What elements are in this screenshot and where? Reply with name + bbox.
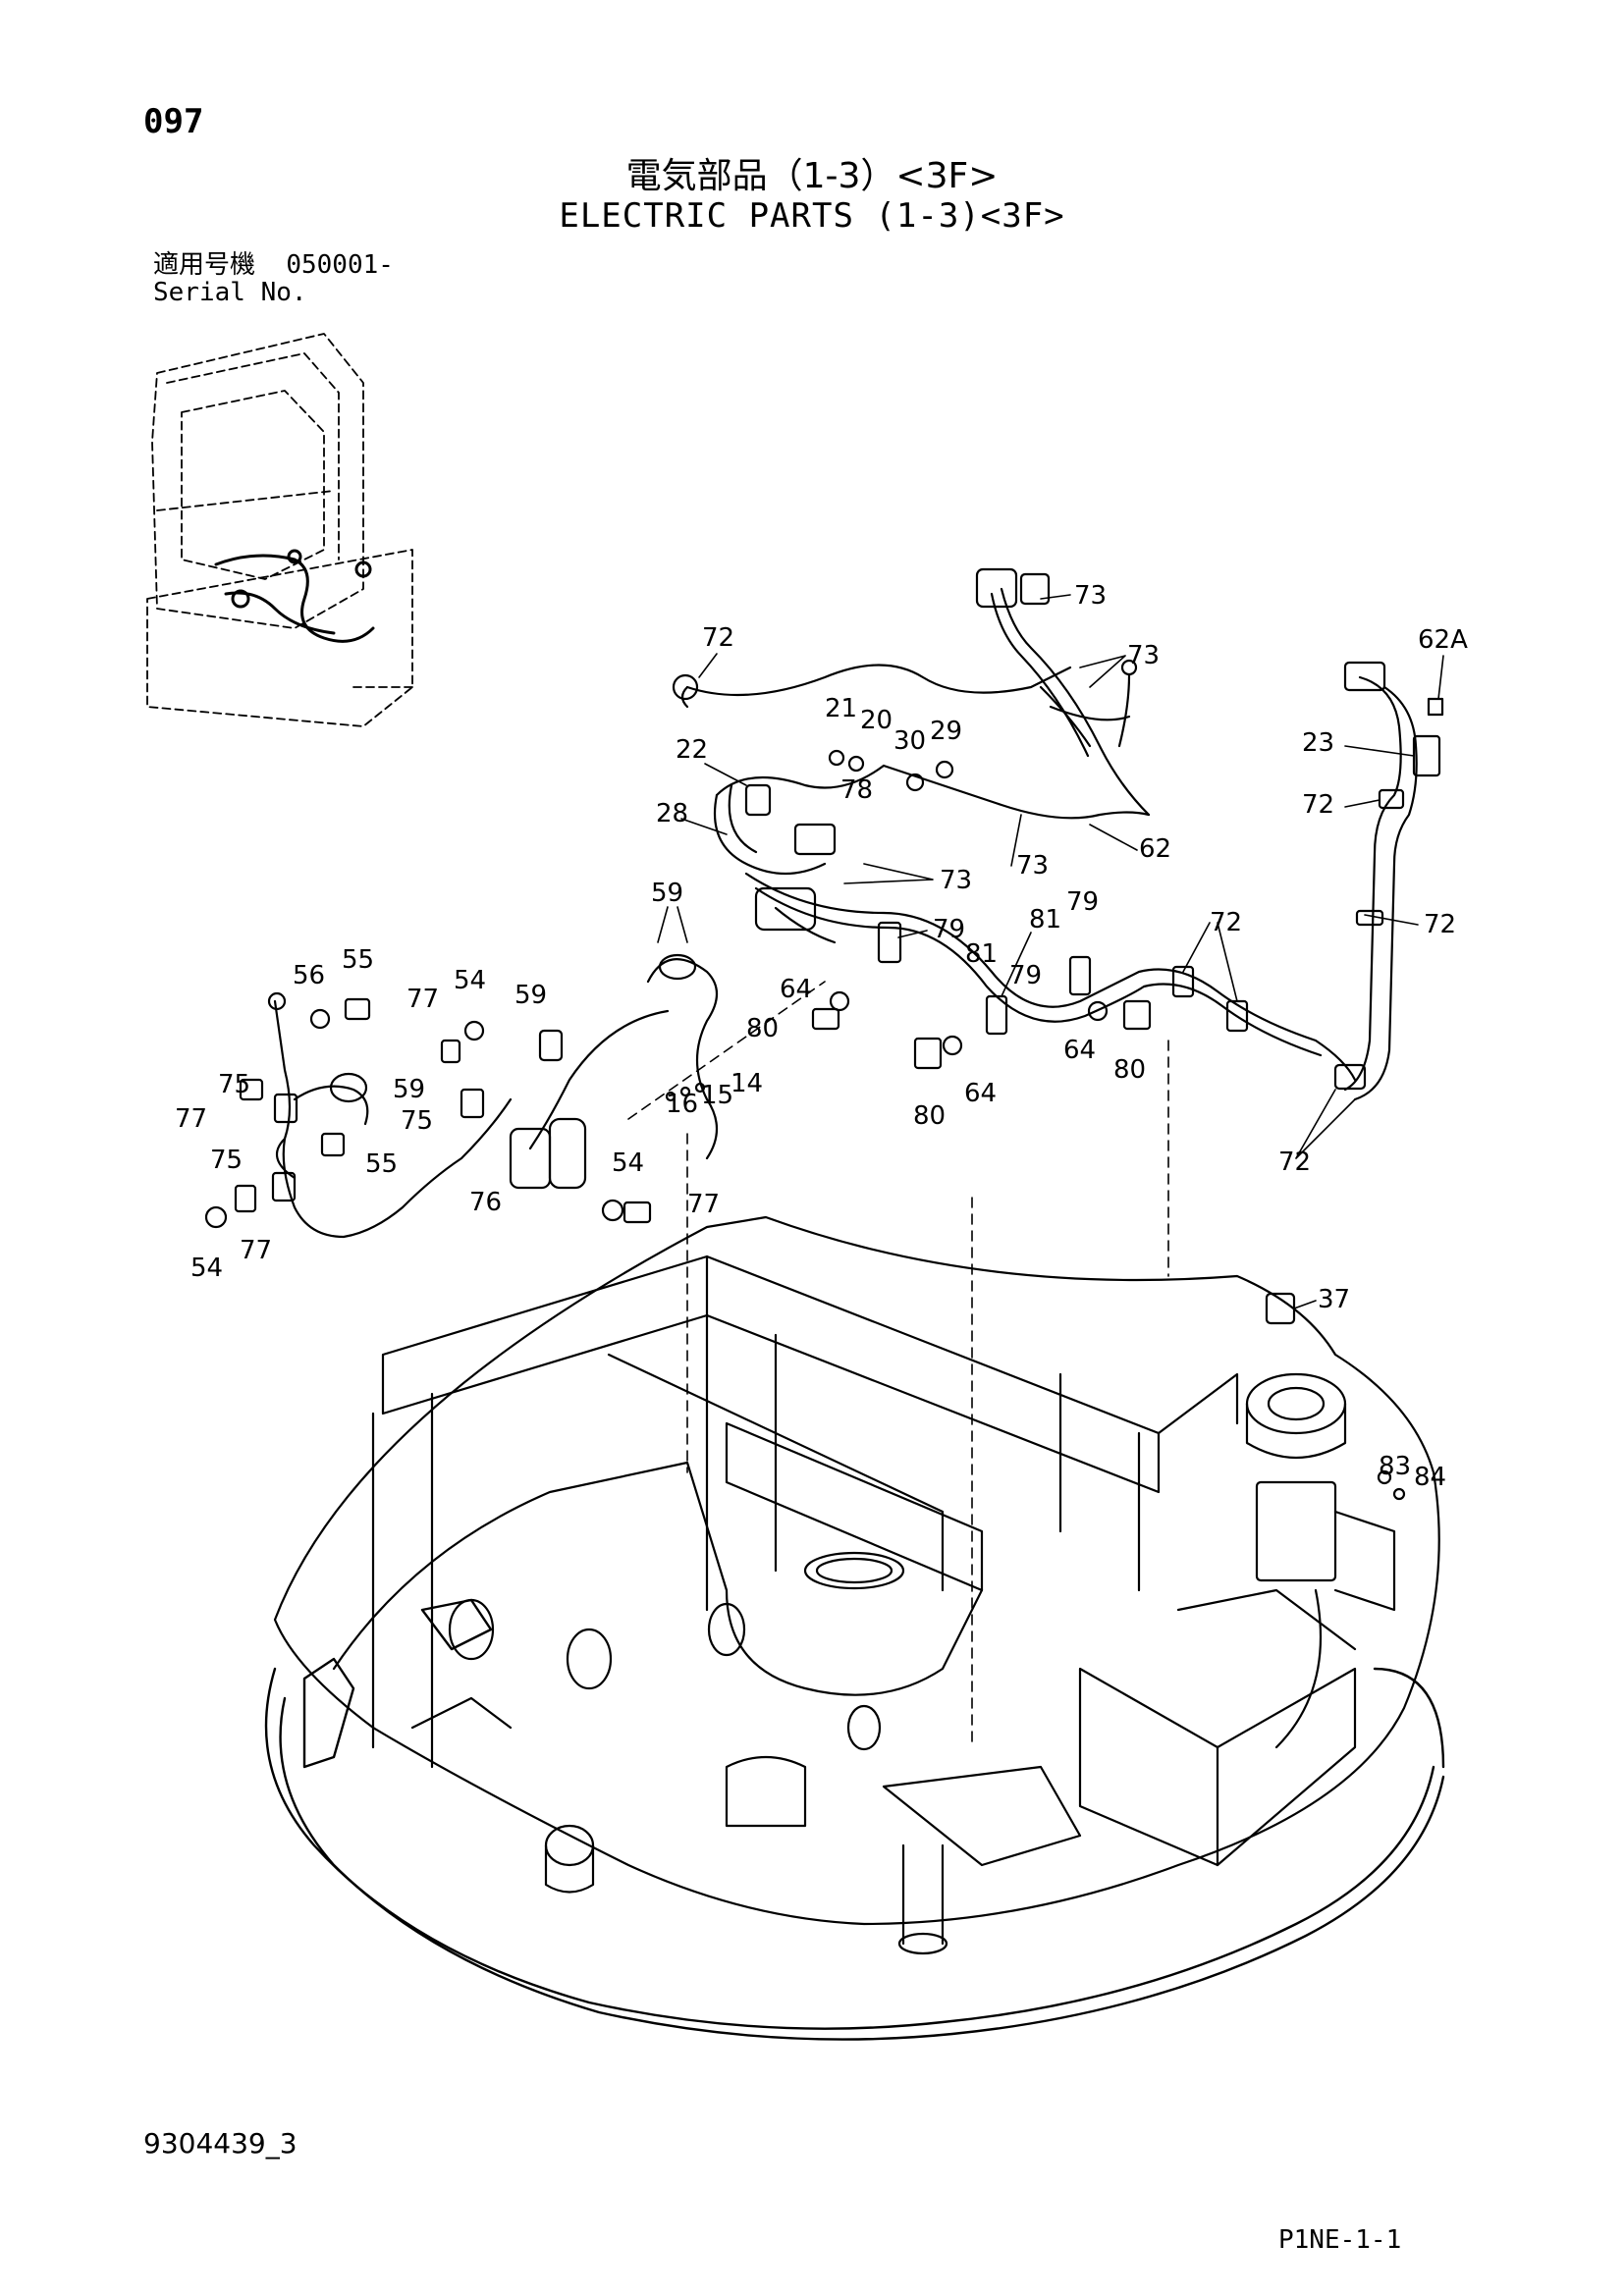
callout-64-c: 64 [964, 1079, 997, 1108]
callout-77-c: 77 [687, 1190, 720, 1219]
callout-83: 83 [1379, 1452, 1411, 1481]
main-wire-harness [672, 567, 1357, 1082]
callout-72-a: 72 [702, 623, 734, 653]
title-japanese: 電気部品（1-3）<3F> [625, 156, 999, 196]
thumbnail-harness [214, 549, 375, 643]
page-code: P1NE-1-1 [1278, 2225, 1402, 2255]
left-harness [267, 991, 513, 1239]
callout-59-b: 59 [514, 981, 547, 1010]
callout-leaders [657, 594, 1444, 1309]
callout-77-a: 77 [406, 985, 439, 1014]
callout-80-b: 80 [1113, 1055, 1146, 1085]
callout-55-b: 55 [365, 1149, 398, 1179]
right-harness-23 [1333, 661, 1444, 1101]
callout-59-a: 59 [651, 879, 683, 908]
callout-62a: 62A [1418, 625, 1468, 655]
callout-72-b: 72 [1302, 790, 1334, 820]
callout-79-b: 79 [1066, 887, 1099, 917]
callout-84: 84 [1414, 1463, 1446, 1492]
callout-21: 21 [825, 694, 857, 723]
callout-29: 29 [930, 717, 962, 746]
callout-56: 56 [293, 961, 325, 990]
callout-72-d: 72 [1424, 910, 1456, 939]
callout-54-c: 54 [190, 1254, 223, 1283]
callout-81-b: 81 [965, 939, 998, 969]
serial-block: 適用号機 050001- Serial No. [153, 251, 394, 306]
callout-77-d: 77 [240, 1236, 272, 1265]
callout-77-b: 77 [175, 1104, 207, 1134]
machine-overview-thumbnail [146, 333, 413, 727]
dashed-leaders [627, 981, 1169, 1748]
callout-73-b: 73 [1127, 641, 1160, 670]
serial-value: 050001- [286, 250, 394, 280]
callout-81-a: 81 [1029, 905, 1061, 934]
callout-73-a: 73 [1074, 581, 1107, 611]
callout-80-a: 80 [746, 1014, 779, 1043]
callout-37: 37 [1318, 1285, 1350, 1314]
small-hardware [204, 749, 1406, 1501]
callout-73-d: 73 [940, 866, 972, 895]
callout-23: 23 [1302, 728, 1334, 758]
callout-79-c: 79 [1009, 961, 1042, 990]
callout-78: 78 [840, 775, 873, 805]
callout-75-b: 75 [401, 1106, 433, 1136]
callout-72-e: 72 [1278, 1148, 1311, 1177]
callout-80-c: 80 [913, 1101, 946, 1131]
serial-label-en: Serial No. [153, 278, 307, 307]
callout-75-c: 75 [210, 1146, 243, 1175]
callout-59-c: 59 [393, 1075, 425, 1104]
callout-64-a: 64 [780, 975, 812, 1004]
callout-54-a: 54 [454, 966, 486, 995]
callout-16: 16 [666, 1090, 698, 1119]
counterweight-base [264, 1598, 1445, 2041]
serial-label-jp: 適用号機 [153, 250, 256, 280]
callout-20: 20 [860, 706, 893, 735]
callout-62: 62 [1139, 834, 1171, 864]
callout-54-b: 54 [612, 1148, 644, 1178]
callout-15: 15 [701, 1081, 733, 1110]
callout-28: 28 [656, 799, 688, 828]
callout-72-c: 72 [1210, 908, 1242, 937]
callout-75-a: 75 [218, 1070, 250, 1099]
callout-76: 76 [469, 1188, 502, 1217]
callout-64-b: 64 [1063, 1036, 1096, 1065]
callout-79-a: 79 [933, 915, 965, 944]
document-number: 9304439_3 [143, 2127, 298, 2160]
center-harness [509, 953, 719, 1190]
upper-frame [273, 1215, 1440, 1955]
callout-73-c: 73 [1016, 851, 1049, 881]
serial-row-jp: 適用号機 050001- [153, 251, 394, 279]
callout-30: 30 [893, 726, 926, 756]
callout-55-a: 55 [342, 945, 374, 975]
page-number: 097 [143, 102, 204, 141]
callout-22: 22 [676, 735, 708, 765]
callout-14: 14 [731, 1069, 763, 1098]
callout-labels: 73 73 72 62A 21 20 30 29 22 78 23 28 62 … [175, 581, 1468, 1492]
title-english: ELECTRIC PARTS (1-3)<3F> [559, 196, 1065, 236]
